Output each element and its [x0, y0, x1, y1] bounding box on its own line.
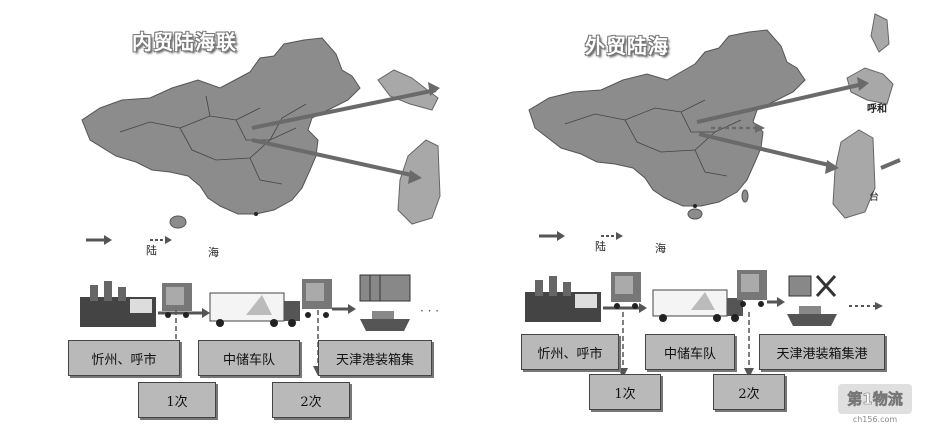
origin-box: 忻州、呼市: [521, 334, 619, 370]
sea-route-arrow: [696, 82, 864, 124]
svg-text:台: 台: [869, 190, 879, 203]
panel-title: 外贸陆海: [585, 34, 669, 58]
tools-icon: [815, 274, 837, 298]
ship-icon: [787, 306, 837, 326]
truck-icon: [209, 292, 300, 327]
transfer-lines: [618, 312, 754, 378]
container-icon: [788, 275, 812, 297]
svg-text:呼和: 呼和: [867, 102, 887, 115]
truck-icon: [652, 289, 743, 322]
panel-domestic: 内贸陆海联 陆 海: [60, 0, 441, 434]
legend-sea-label: 海: [655, 242, 666, 255]
svg-text:第1物流: 第1物流: [847, 390, 902, 408]
china-map: [81, 37, 441, 229]
port-box: 天津港装箱集: [318, 340, 432, 376]
svg-text:· · ·: · · ·: [420, 304, 439, 318]
svg-text:ch156.com: ch156.com: [853, 415, 898, 424]
transfer-box-1: 1次: [589, 374, 661, 410]
ship-icon: [360, 311, 410, 331]
forklift-icon: [162, 283, 192, 318]
legend-arrows: [86, 235, 172, 245]
factory-icon: [525, 276, 601, 322]
origin-box: 忻州、呼市: [68, 340, 180, 376]
forklift-icon: [611, 272, 641, 309]
container-icon: [359, 274, 411, 302]
watermark-logo: 第1物流 ch156.com: [838, 384, 912, 424]
transfer-box-2: 2次: [272, 382, 350, 418]
transfer-box-1: 1次: [138, 382, 216, 418]
logistics-illustrations: · · ·: [80, 274, 439, 331]
forklift-icon: [737, 270, 767, 307]
factory-icon: [80, 281, 156, 327]
sea-route-arrow: [251, 138, 417, 178]
panel-title: 内贸陆海联: [132, 30, 237, 54]
legend-sea-label: 海: [208, 246, 219, 259]
transport-box: 中储车队: [645, 334, 735, 370]
legend-land-label: 陆: [595, 240, 606, 253]
transport-box: 中储车队: [198, 340, 300, 376]
transfer-box-2: 2次: [713, 374, 785, 410]
legend-arrows: [539, 231, 623, 241]
sea-route-arrow: [251, 88, 437, 130]
sea-route-arrow: [698, 132, 834, 168]
logistics-illustrations: [525, 270, 883, 326]
china-map: 呼和 台: [528, 13, 901, 220]
panel-foreign-trade: 外贸陆海 呼和 台 陆 海: [515, 0, 901, 434]
port-box: 天津港装箱集港: [759, 334, 885, 370]
forklift-icon: [302, 279, 332, 318]
legend-land-label: 陆: [146, 244, 157, 257]
